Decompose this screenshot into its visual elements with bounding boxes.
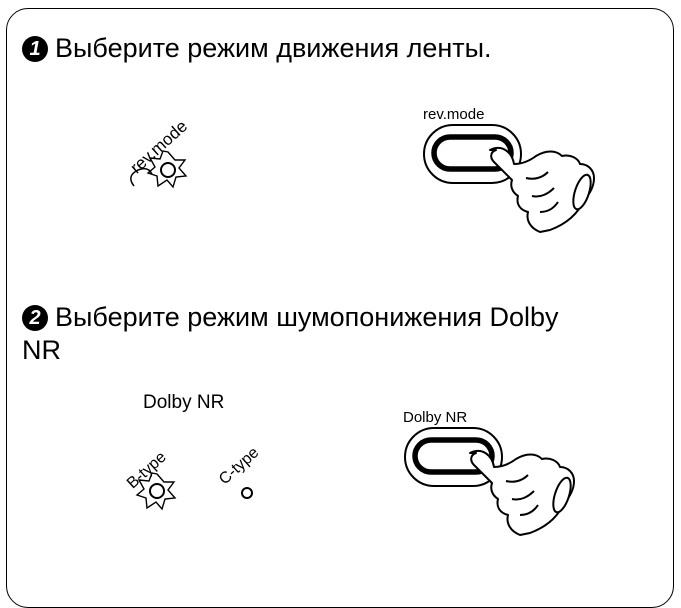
step-2-text: Выберите режим шумопонижения Dolby NR (22, 302, 559, 365)
dolby-nr-title: Dolby NR (143, 392, 225, 413)
step-1: 1 Выберите режим движения ленты. (22, 32, 492, 65)
step-1-number: 1 (22, 36, 48, 62)
hand-icon (489, 146, 595, 233)
step-2-number: 2 (22, 305, 48, 331)
b-type-indicator-light (149, 483, 165, 499)
step-1-text: Выберите режим движения ленты. (55, 33, 492, 63)
rev-mode-button-label: rev.mode (423, 106, 485, 123)
c-type-indicator-light (241, 487, 253, 499)
illustrations (130, 124, 595, 536)
b-type-indicator-glow (135, 472, 177, 511)
rev-mode-button[interactable] (423, 124, 522, 184)
rev-mode-arrow-icon (130, 167, 153, 187)
rev-mode-indicator-light (160, 162, 176, 178)
dolby-nr-button-label: Dolby NR (403, 409, 468, 426)
hand-icon-2 (469, 449, 575, 536)
rev-mode-indicator-glow (146, 150, 188, 189)
